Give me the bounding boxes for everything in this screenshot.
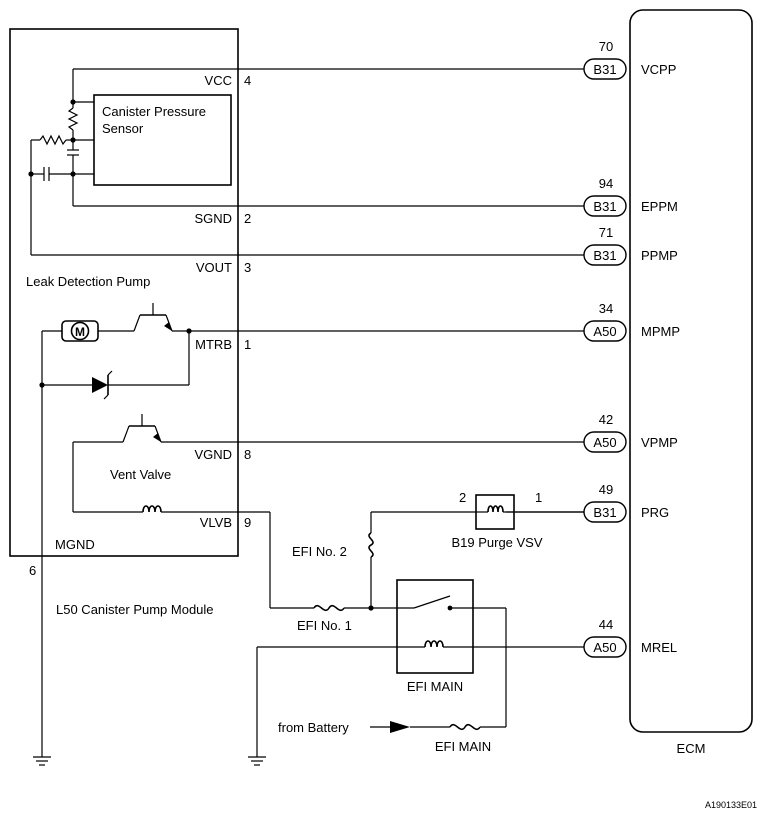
pin-name: MTRB — [195, 337, 232, 352]
battery-label: from Battery — [278, 720, 349, 735]
canister-pump-module-box — [9, 28, 239, 557]
vent-valve-circuit — [72, 414, 270, 513]
module-pin-labels: VCC 4 SGND 2 VOUT 3 MTRB 1 VGND 8 VLVB 9 — [194, 73, 251, 530]
ecm-terminal-name: MREL — [641, 640, 677, 655]
efi-main-relay-label: EFI MAIN — [407, 679, 463, 694]
figure-code: A190133E01 — [705, 800, 757, 810]
signal-wires — [31, 68, 584, 648]
ecm-box — [629, 9, 753, 733]
connector-label: A50 — [593, 435, 616, 450]
pin-name: VOUT — [196, 260, 232, 275]
ecm-pin-number: 34 — [599, 301, 613, 316]
canister-pressure-sensor: Canister Pressure Sensor — [28, 69, 232, 255]
vsv-pin-right: 1 — [535, 490, 542, 505]
ecm-pin-number: 70 — [599, 39, 613, 54]
vsv-pin-left: 2 — [459, 490, 466, 505]
pin-number: 8 — [244, 447, 251, 462]
connector-label: B31 — [593, 199, 616, 214]
ground-symbol — [248, 756, 266, 766]
pin-number: 1 — [244, 337, 251, 352]
ecm-pin-number: 71 — [599, 225, 613, 240]
pin-number: 3 — [244, 260, 251, 275]
pin-name: SGND — [194, 211, 232, 226]
module-name-label: L50 Canister Pump Module — [56, 602, 214, 617]
ground-pin-number: 6 — [29, 563, 36, 578]
ecm-terminal-name: EPPM — [641, 199, 678, 214]
ecm-terminal-name: PPMP — [641, 248, 678, 263]
pin-name: VGND — [194, 447, 232, 462]
connector-label: A50 — [593, 324, 616, 339]
connector-badges: B31 B31 B31 A50 A50 B31 A50 — [583, 58, 627, 658]
purge-vsv — [475, 494, 584, 530]
motor-symbol-label: M — [75, 325, 85, 339]
vent-valve-label: Vent Valve — [110, 467, 171, 482]
ecm-terminal-name: MPMP — [641, 324, 680, 339]
pin-number: 9 — [244, 515, 251, 530]
ecm-pin-number: 44 — [599, 617, 613, 632]
ecm-pin-number: 42 — [599, 412, 613, 427]
sensor-label-line1: Canister Pressure — [102, 104, 206, 119]
pin-name: VLVB — [200, 515, 232, 530]
connector-label: A50 — [593, 640, 616, 655]
ecm-terminal-name: VCPP — [641, 62, 676, 77]
sensor-label-line2: Sensor — [102, 121, 144, 136]
ecm-pin-number: 49 — [599, 482, 613, 497]
ecm-pin-numbers: 70 94 71 34 42 49 44 — [599, 39, 613, 632]
ecm-terminal-names: VCPP EPPM PPMP MPMP VPMP PRG MREL — [641, 62, 680, 655]
ecm-terminal-name: PRG — [641, 505, 669, 520]
pin-number: 4 — [244, 73, 251, 88]
ecm-pin-number: 94 — [599, 176, 613, 191]
pin-name: VCC — [205, 73, 232, 88]
ground-symbol — [33, 756, 51, 766]
ecm-terminal-name: VPMP — [641, 435, 678, 450]
efi-main-relay-box — [396, 579, 474, 674]
mgnd-label: MGND — [55, 537, 95, 552]
pump-motor-circuit: M — [39, 303, 192, 757]
ecm-label: ECM — [677, 741, 706, 756]
efi-no2-fuse-label: EFI No. 2 — [292, 544, 347, 559]
efi-main-fuse-label: EFI MAIN — [435, 739, 491, 754]
connector-label: B31 — [593, 505, 616, 520]
purge-vsv-label: B19 Purge VSV — [451, 535, 542, 550]
leak-detection-pump-label: Leak Detection Pump — [26, 274, 150, 289]
pin-number: 2 — [244, 211, 251, 226]
connector-label: B31 — [593, 248, 616, 263]
efi-no1-fuse-label: EFI No. 1 — [297, 618, 352, 633]
connector-label: B31 — [593, 62, 616, 77]
